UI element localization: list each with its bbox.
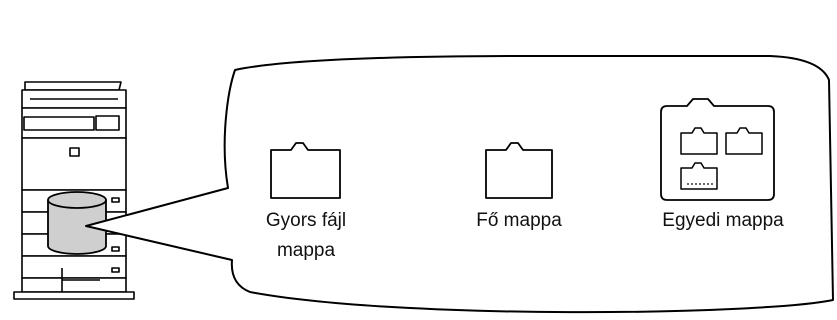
quick-file-folder-label-line1: Gyors fájl xyxy=(265,210,347,231)
subfolder-icon-3 xyxy=(680,162,718,190)
front-cover xyxy=(21,137,127,191)
main-folder-icon xyxy=(485,142,553,199)
paper-drawer-4 xyxy=(21,255,127,279)
power-button xyxy=(69,147,80,157)
more-subfolders-dots xyxy=(687,183,713,185)
document-feeder xyxy=(24,81,122,91)
storage-drive-icon xyxy=(47,191,107,255)
printer-illustration xyxy=(13,81,135,300)
custom-folder-icon xyxy=(660,98,775,201)
custom-folder-label: Egyedi mappa xyxy=(662,210,784,231)
quick-file-folder-label-line2: mappa xyxy=(276,240,336,261)
main-folder-label: Fő mappa xyxy=(476,210,562,231)
subfolder-icon-1 xyxy=(680,127,718,155)
subfolder-icon-2 xyxy=(725,127,763,155)
callout-bubble xyxy=(85,55,834,314)
quick-file-folder-label: Gyors fájl mappa xyxy=(236,206,376,266)
quick-file-folder-icon xyxy=(270,142,341,199)
cabinet-foot xyxy=(13,291,135,300)
